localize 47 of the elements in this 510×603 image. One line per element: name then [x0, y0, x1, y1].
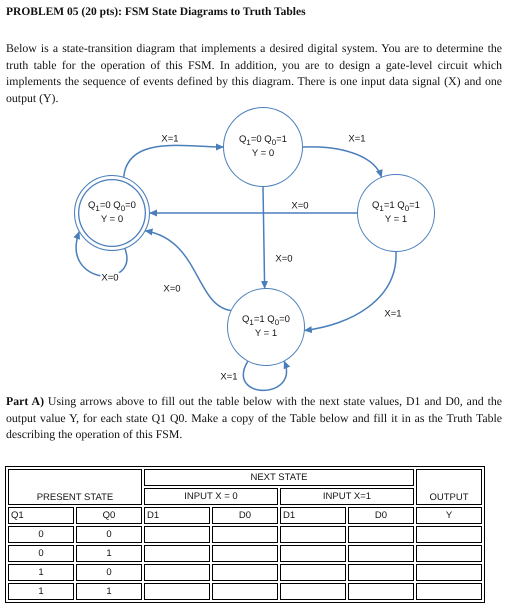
state-label: Q$_{1}$=1 Q$_{0}$=1 [372, 200, 420, 214]
edge-label: X=1 [347, 134, 367, 144]
state-label: Y = 0 [252, 148, 274, 160]
transition-arrow [242, 360, 290, 392]
paragraph: Below is a state-transition diagram that implements a desired digital system. You are to determine the truth table for the operation of this FSM. In addition, you are to design a gate-level circuit which implements the sequence of events defined by this diagram. There is one input data signal (X) and one output (Y). [6, 40, 502, 106]
table-cell: 0 [76, 564, 142, 581]
table-cell: INPUT X = 0 [144, 488, 278, 505]
table-cell: Y [416, 507, 482, 524]
table-cell: OUTPUT [416, 469, 482, 505]
table-cell: 1 [76, 545, 142, 562]
table-cell: 0 [8, 545, 74, 562]
table-cell: NEXT STATE [144, 469, 414, 486]
table-cell: D1 [280, 507, 346, 524]
table-cell: 1 [8, 583, 74, 600]
edge-label: X=0 [290, 200, 310, 212]
table-cell: PRESENT STATE [8, 469, 142, 505]
table-cell: D0 [348, 507, 414, 524]
state-label: Y = 1 [254, 328, 278, 340]
transition-arrow [261, 186, 268, 290]
edge-label: X=1 [219, 372, 239, 382]
table-cell: INPUT X=1 [280, 488, 414, 505]
state-label: Y = 0 [100, 214, 124, 226]
state-label: Q$_{1}$=0 Q$_{0}$=1 [239, 134, 287, 148]
table-cell: Q1 [8, 507, 74, 524]
transition-arrow [144, 229, 231, 312]
title: PROBLEM 05 (20 pts): FSM State Diagrams to Truth Tables [6, 6, 306, 18]
table-cell: Q0 [76, 507, 142, 524]
state-label: Y = 1 [384, 214, 408, 226]
state-label: Q$_{1}$=0 Q$_{0}$=0 [88, 200, 136, 214]
transition-arrow [123, 143, 224, 178]
edge-label: X=0 [100, 272, 120, 284]
transition-arrow [149, 210, 357, 216]
state-label: Q$_{1}$=1 Q$_{0}$=0 [242, 314, 290, 328]
table-cell: 0 [76, 526, 142, 543]
transition-arrow [304, 252, 397, 333]
paragraph: Part A) Using arrows above to fill out the table below with the next state values, D1 and D0, and the output value Y, for each state Q1 Q0. Make a copy of the Table below and fill it in as the Truth Table describing the operation of this FSM. [6, 393, 502, 442]
edge-label: X=1 [383, 308, 403, 320]
transition-arrow [74, 231, 128, 277]
table-cell: 1 [76, 583, 142, 600]
table-cell: D1 [144, 507, 210, 524]
edge-label: X=0 [162, 284, 182, 294]
table-cell: 0 [8, 526, 74, 543]
transition-arrow [302, 146, 382, 178]
edge-label: X=0 [274, 254, 294, 264]
edge-label: X=1 [160, 134, 180, 144]
table-cell: D0 [212, 507, 278, 524]
table-cell: 1 [8, 564, 74, 581]
